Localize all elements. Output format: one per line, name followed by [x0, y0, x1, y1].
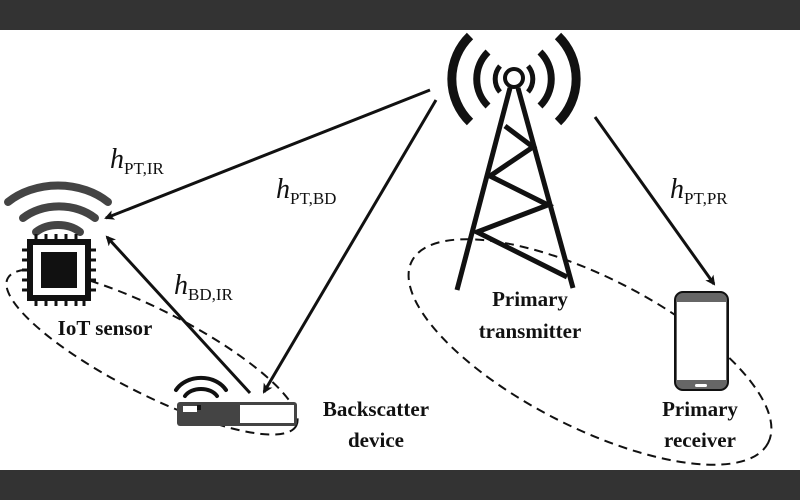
label-h-pt-bd: hPT,BD: [276, 174, 336, 208]
iot-sensor-label: IoT sensor: [58, 316, 153, 340]
label-h-pt-ir: hPT,IR: [110, 144, 164, 178]
backscatter-wifi-icon: [174, 375, 228, 398]
backscatter-device-icon: [177, 402, 297, 426]
arrow-pt-to-bd: [262, 99, 438, 394]
label-h-bd-ir: hBD,IR: [174, 270, 234, 304]
transmitter-label-line1: Primary: [492, 287, 568, 311]
iot-wifi-icon: [4, 181, 112, 236]
receiver-phone-icon: [674, 291, 729, 391]
backscatter-label-line2: device: [348, 428, 404, 452]
backscatter-label-line1: Backscatter: [323, 397, 429, 421]
receiver-label-line2: receiver: [664, 428, 736, 452]
arrow-bd-to-iot: [105, 235, 252, 395]
iot-chip-icon: [22, 234, 96, 306]
arrow-pt-to-pr: [593, 116, 716, 286]
primary-system-ellipse: [407, 238, 773, 466]
transmitter-label-line2: transmitter: [479, 319, 582, 343]
arrow-pt-to-iot: [104, 88, 431, 220]
secondary-system-ellipse: [5, 268, 299, 436]
transmitter-tower-icon: [447, 32, 581, 291]
receiver-label-line1: Primary: [662, 397, 738, 421]
label-h-pt-pr: hPT,PR: [670, 174, 728, 208]
